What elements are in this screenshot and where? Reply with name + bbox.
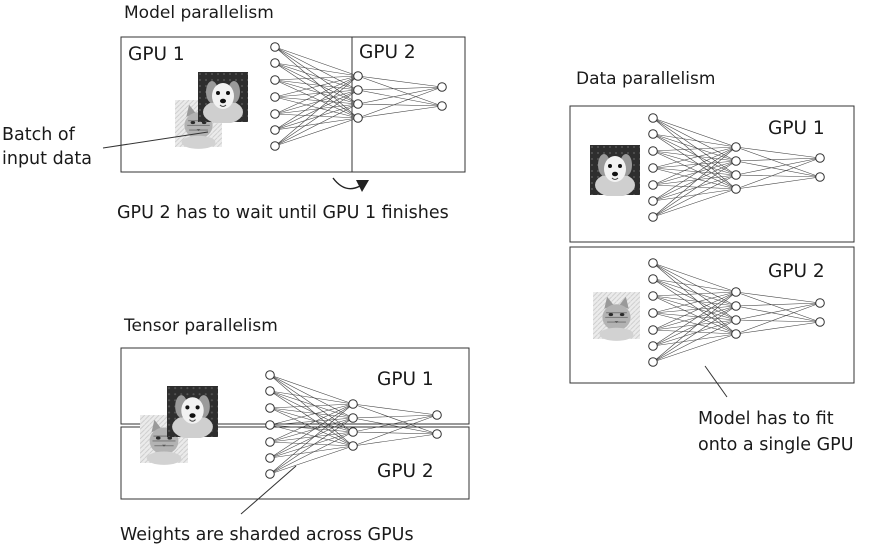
- tensor-gpu1-label: GPU 1: [377, 369, 434, 390]
- data-parallelism-panel: [569, 105, 855, 398]
- data-gpu1-label: GPU 1: [768, 118, 825, 139]
- dog-image-icon: [167, 385, 218, 438]
- model-parallelism-title: Model parallelism: [124, 3, 274, 23]
- data-gpu2-box: [569, 246, 855, 384]
- dog-image-icon: [590, 144, 640, 196]
- cat-image-icon: [593, 291, 640, 342]
- batch-label-line2: input data: [2, 149, 92, 169]
- tensor-gpu1-box: [120, 347, 470, 425]
- data-parallelism-caption-line1: Model has to fit: [698, 409, 834, 429]
- batch-label: Batch of: [2, 125, 75, 145]
- tensor-parallelism-caption: Weights are sharded across GPUs: [120, 525, 414, 545]
- data-gpu1-box: [569, 105, 855, 243]
- tensor-parallelism-title: Tensor parallelism: [124, 316, 278, 336]
- model-parallelism-caption: GPU 2 has to wait until GPU 1 finishes: [117, 203, 449, 223]
- model-gpu1-label: GPU 1: [128, 44, 185, 65]
- data-parallelism-title: Data parallelism: [576, 69, 716, 89]
- model-parallelism-panel: [102, 36, 466, 192]
- model-gpu2-label: GPU 2: [359, 42, 416, 63]
- data-gpu2-label: GPU 2: [768, 261, 825, 282]
- weights-pointer-line: [240, 465, 297, 515]
- dog-image-icon: [198, 71, 248, 123]
- batch-pointer-line: [102, 131, 209, 149]
- tensor-gpu2-label: GPU 2: [377, 461, 434, 482]
- tensor-parallelism-panel: [120, 347, 470, 515]
- data-parallelism-caption-line2: onto a single GPU: [698, 435, 854, 455]
- model-fit-pointer-line: [704, 365, 728, 398]
- curved-arrow-icon: [332, 177, 361, 190]
